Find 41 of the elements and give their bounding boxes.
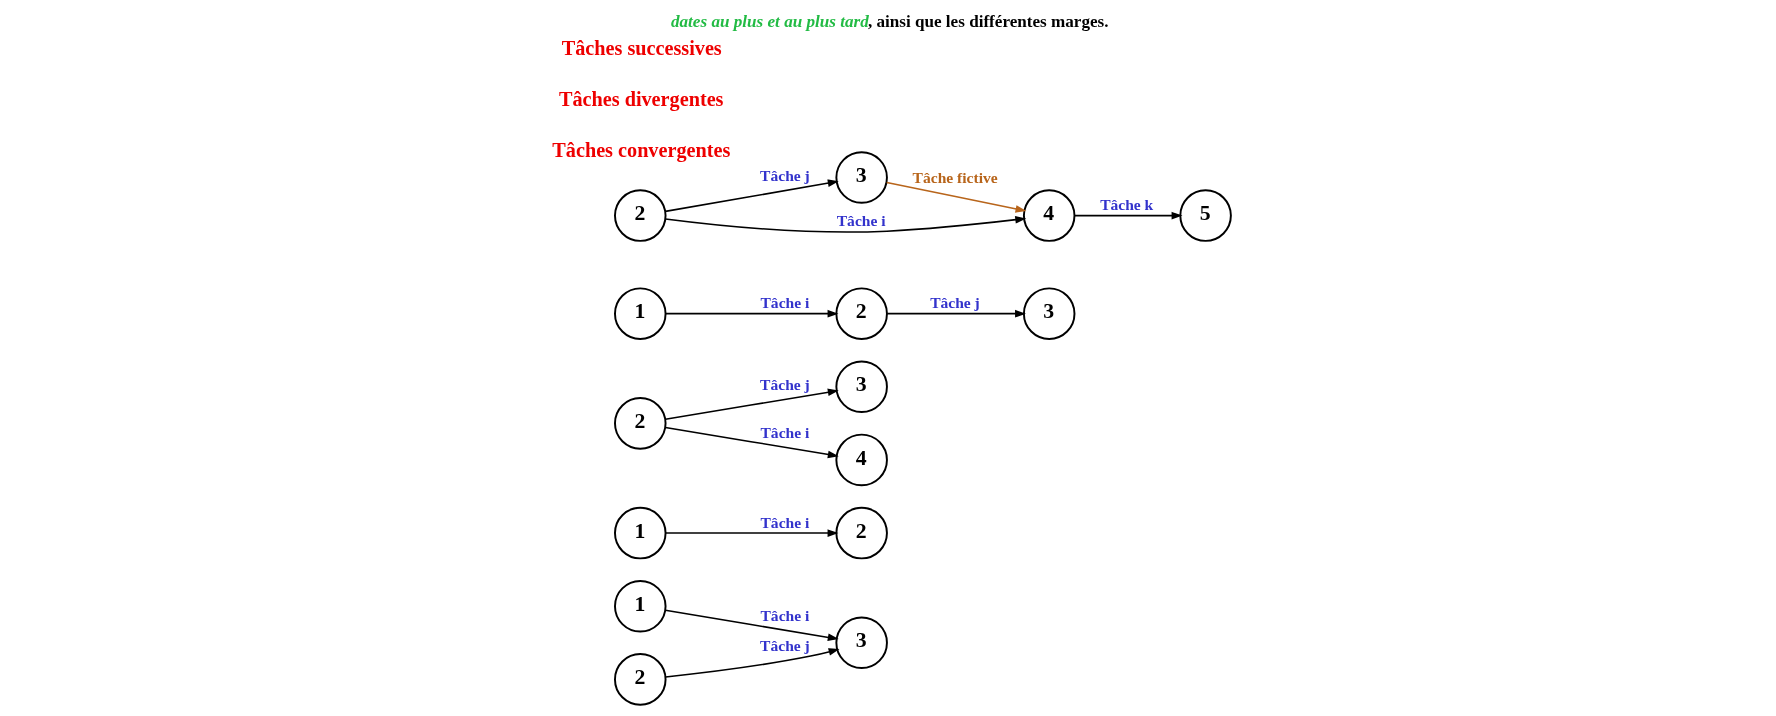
diagram-title: dates au plus et au plus tard, ainsi que les différentes marges. bbox=[670, 12, 1108, 32]
arrow bbox=[664, 648, 840, 678]
node-circle: 3 bbox=[1022, 287, 1075, 340]
arrow bbox=[885, 181, 1026, 213]
arrow bbox=[1073, 211, 1182, 220]
edge-label: Tâche i bbox=[759, 424, 809, 442]
arrow bbox=[664, 388, 839, 421]
edge-label: Tâche fictive bbox=[912, 168, 998, 186]
label: Tâches divergentes bbox=[558, 88, 723, 111]
label: Tâches convergentes bbox=[551, 139, 730, 162]
edge-label: Tâche i bbox=[759, 607, 809, 625]
arrow bbox=[664, 309, 838, 318]
node-circle: 3 bbox=[834, 151, 888, 204]
arrow bbox=[664, 215, 1026, 233]
node-circle: 1 bbox=[613, 506, 667, 560]
edge-label: Tâche j bbox=[759, 636, 810, 654]
edge-label: Tâche j bbox=[759, 375, 810, 393]
arrow bbox=[664, 529, 838, 537]
edge-label: Tâche i bbox=[836, 211, 886, 229]
node-circle: 3 bbox=[834, 616, 888, 670]
node-circle: 4 bbox=[1022, 189, 1075, 242]
edge-label: Tâche j bbox=[759, 166, 810, 184]
node-circle: 2 bbox=[613, 397, 667, 450]
arrow bbox=[885, 309, 1026, 318]
node-circle: 2 bbox=[613, 653, 667, 706]
edge-label: Tâche k bbox=[1099, 196, 1153, 214]
edge-label: Tâche j bbox=[929, 294, 980, 312]
node-circle: 1 bbox=[613, 287, 667, 340]
label: Tâches successives bbox=[561, 36, 722, 59]
edge-label: Tâche i bbox=[759, 294, 809, 312]
node-circle: 2 bbox=[834, 506, 888, 560]
node-circle: 3 bbox=[834, 360, 888, 414]
arrow bbox=[664, 179, 839, 213]
edge-label: Tâche i bbox=[759, 513, 809, 531]
node-circle: 1 bbox=[613, 579, 667, 633]
node-circle: 4 bbox=[834, 433, 888, 487]
arrow bbox=[664, 426, 839, 459]
node-circle: 2 bbox=[613, 189, 667, 242]
node-circle: 2 bbox=[834, 287, 888, 340]
node-circle: 5 bbox=[1178, 189, 1232, 242]
arrow bbox=[664, 609, 839, 642]
